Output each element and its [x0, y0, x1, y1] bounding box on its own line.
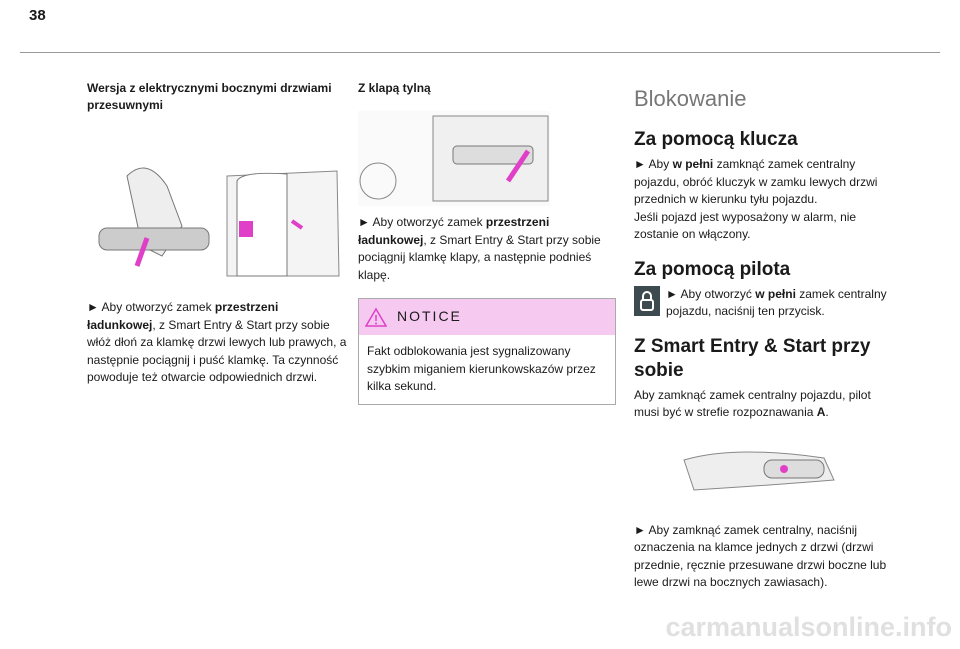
- notice-text: Fakt odblokowania jest sygnalizowany szy…: [367, 344, 596, 393]
- column-3: Blokowanie Za pomocą klucza ► Aby w pełn…: [634, 82, 894, 592]
- paragraph: ► Aby otworzyć w pełni zamek centralny p…: [666, 286, 887, 319]
- notice-box: NOTICE Fakt odblokowania jest sygnalizow…: [358, 298, 616, 405]
- page-number: 38: [29, 7, 46, 24]
- column-2: Z klapą tylną ► Aby otworzyć zamek przes…: [358, 80, 616, 405]
- lock-button-icon: [634, 285, 660, 316]
- page-title: Blokowanie: [634, 86, 747, 111]
- section-heading: Za pomocą pilota: [634, 258, 791, 280]
- sliding-door-illustration: [98, 167, 340, 277]
- watermark: carmanualsonline.info: [665, 612, 952, 642]
- paragraph: ► Aby w pełni zamknąć zamek centralny po…: [634, 157, 878, 206]
- paragraph: Aby zamknąć zamek centralny pojazdu, pil…: [634, 387, 871, 420]
- paragraph: Jeśli pojazd jest wyposażony w alarm, ni…: [634, 209, 857, 242]
- notice-title: NOTICE: [397, 308, 462, 325]
- section-heading: Z klapą tylną: [358, 81, 431, 95]
- warning-icon: [365, 307, 387, 327]
- header-rule: [20, 52, 940, 53]
- paragraph: ► Aby otworzyć zamek przestrzeni ładunko…: [87, 300, 347, 384]
- section-heading: Za pomocą klucza: [634, 129, 798, 150]
- column-1: Wersja z elektrycznymi bocznymi drzwiami…: [87, 80, 347, 387]
- notice-header: NOTICE: [359, 299, 615, 335]
- door-handle-illustration: [683, 451, 835, 491]
- paragraph: ► Aby otworzyć zamek przestrzeni ładunko…: [358, 215, 601, 282]
- section-heading: Z Smart Entry & Start przy sobie: [634, 335, 871, 381]
- paragraph: ► Aby zamknąć zamek centralny, naciśnij …: [634, 522, 887, 590]
- tailgate-illustration: [358, 111, 550, 206]
- section-heading: Wersja z elektrycznymi bocznymi drzwiami…: [87, 81, 332, 112]
